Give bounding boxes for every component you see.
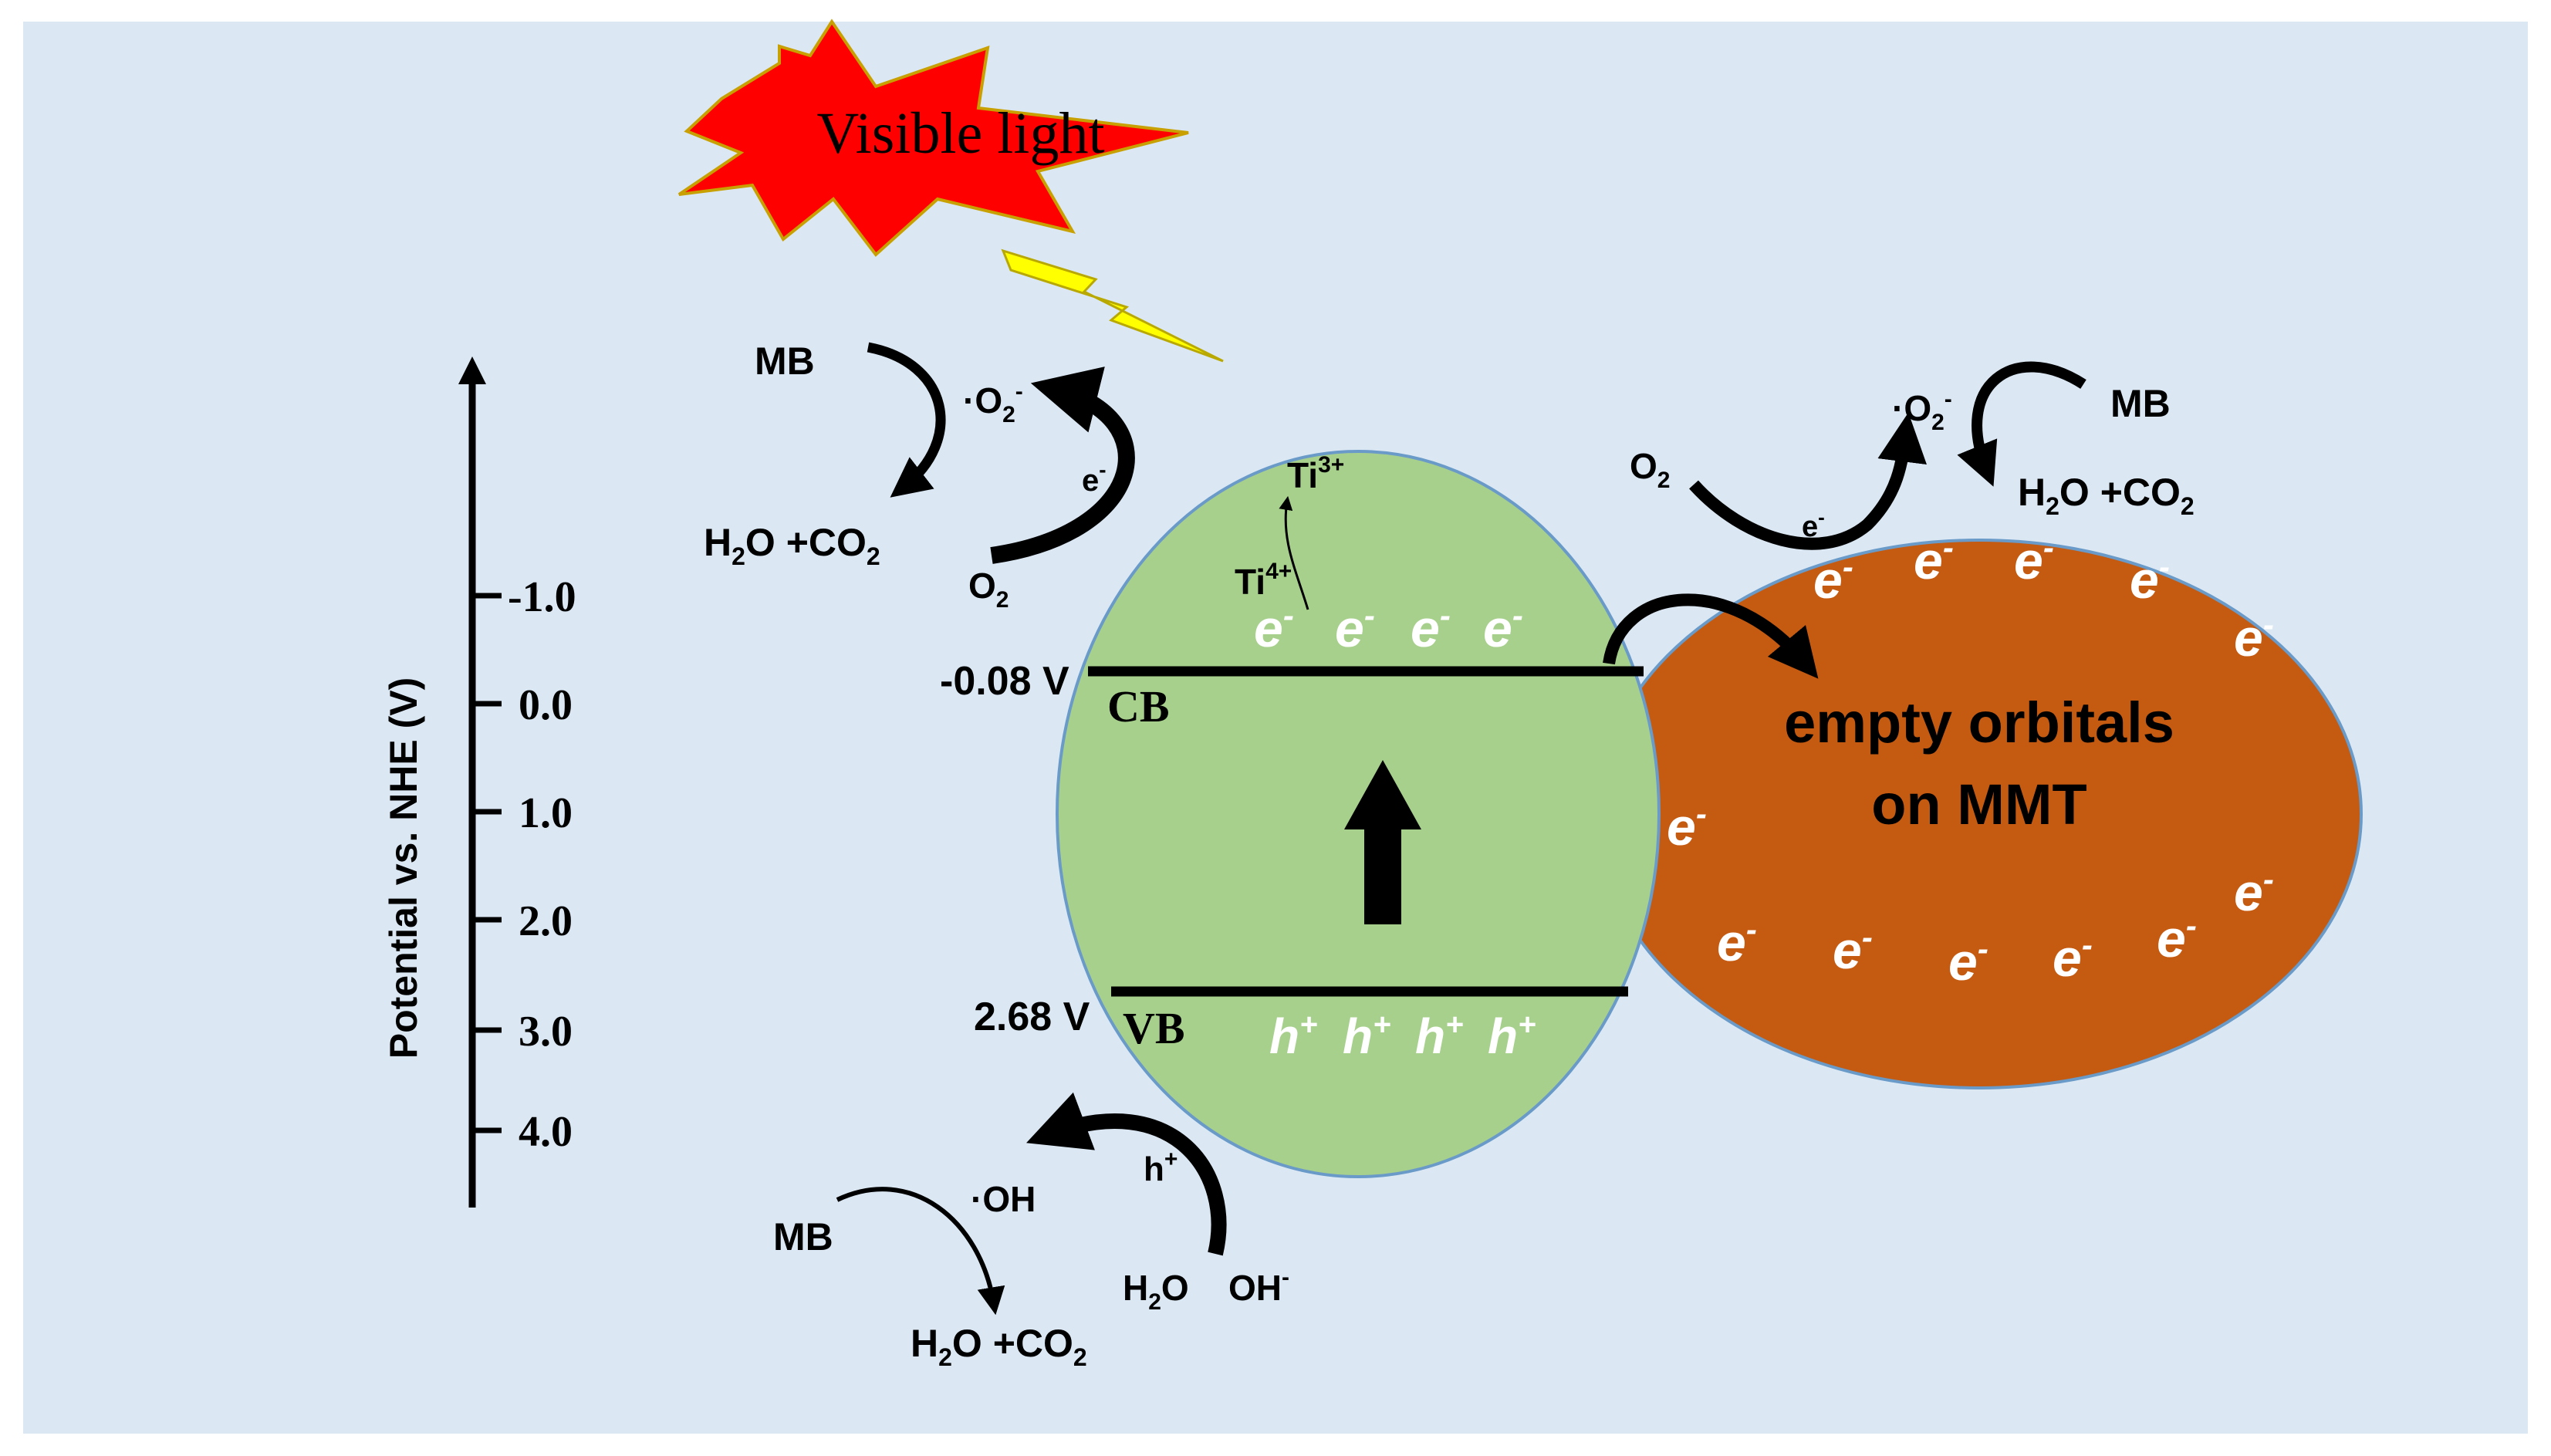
mmt-electron: e- bbox=[1717, 911, 1757, 972]
superoxide-top-left: ·O2- bbox=[963, 379, 1023, 427]
oxygen-top-left: O2 bbox=[968, 566, 1009, 613]
cb-potential: -0.08 V bbox=[940, 659, 1069, 704]
cb-electron: e- bbox=[1335, 597, 1375, 658]
bottom-reaction: h+ ·OH MB H2O OH- H2O +CO2 bbox=[773, 1092, 1289, 1371]
mb-oxidation-arrow-bottom bbox=[836, 1187, 1005, 1316]
mb-label-bottom: MB bbox=[773, 1215, 833, 1258]
excitation-arrow-icon bbox=[1344, 760, 1421, 924]
axis-tick-labels: -1.0 0.0 1.0 2.0 3.0 4.0 bbox=[508, 573, 576, 1156]
cb-electrons: e-e-e-e- bbox=[1254, 597, 1523, 658]
mmt-electron: e- bbox=[2014, 529, 2054, 590]
mmt-electron: e- bbox=[1667, 796, 1707, 856]
top-left-reaction: MB ·O2- e- H2O +CO2 O2 bbox=[704, 340, 1135, 613]
cb-electron: e- bbox=[1411, 597, 1451, 658]
hydroxyl-radical-label: ·OH bbox=[971, 1179, 1036, 1219]
mmt-electron: e- bbox=[2157, 907, 2197, 968]
mmt-electron: e- bbox=[2053, 927, 2093, 988]
superoxide-formation-arrow-top-right bbox=[1689, 412, 1927, 550]
mb-oxidation-arrow-top-left bbox=[867, 342, 946, 498]
products-bottom: H2O +CO2 bbox=[911, 1322, 1087, 1371]
hydroxyl-formation-arrow bbox=[1026, 1092, 1227, 1256]
tick-label: 4.0 bbox=[519, 1108, 573, 1156]
mmt-electron: e- bbox=[1948, 931, 1988, 991]
vb-hole: h+ bbox=[1488, 1008, 1536, 1064]
tick-label: 3.0 bbox=[519, 1008, 573, 1056]
potential-axis: Potential vs. NHE (V) -1.0 0.0 1.0 2.0 3… bbox=[382, 356, 576, 1208]
axis-label: Potential vs. NHE (V) bbox=[382, 677, 425, 1059]
axis-ticks bbox=[472, 593, 502, 1133]
vb-hole: h+ bbox=[1269, 1008, 1317, 1064]
vb-holes: h+ h+ h+ h+ bbox=[1269, 1008, 1536, 1064]
cb-label: CB bbox=[1107, 681, 1170, 731]
mmt-electron: e- bbox=[2234, 861, 2274, 922]
superoxide-formation-arrow-top-left bbox=[990, 367, 1135, 564]
ti-reduction-arrow bbox=[1279, 495, 1309, 610]
cb-electron: e- bbox=[1483, 597, 1523, 658]
mb-oxidation-arrow-top-right bbox=[1957, 361, 2086, 487]
ti-upper-label: Ti3+ bbox=[1287, 452, 1344, 495]
hole-label-bottom: h+ bbox=[1144, 1147, 1178, 1188]
tick-label: -1.0 bbox=[508, 573, 576, 621]
electron-label-top-left: e- bbox=[1082, 458, 1107, 498]
mb-label-top-left: MB bbox=[755, 340, 815, 383]
hydroxide-label-bottom: OH- bbox=[1228, 1265, 1289, 1308]
top-right-reaction: O2 e- ·O2- MB H2O +CO2 bbox=[1630, 361, 2195, 550]
tick-label: 0.0 bbox=[519, 681, 573, 729]
mmt-label-line1: empty orbitals bbox=[1784, 691, 2174, 755]
visible-light-label: Visible light bbox=[816, 101, 1104, 166]
mmt-electrons: e-e-e-e-e-e-e-e-e-e-e-e- bbox=[1667, 529, 2274, 991]
mmt-electron: e- bbox=[2130, 549, 2170, 610]
vb-label: VB bbox=[1123, 1003, 1185, 1053]
electron-transfer-arrow bbox=[1603, 593, 1819, 679]
electron-label-top-right: e- bbox=[1802, 505, 1825, 543]
mmt-electron: e- bbox=[2234, 606, 2274, 667]
cb-electron: e- bbox=[1254, 597, 1294, 658]
light-burst-shape bbox=[677, 19, 1189, 257]
axis-arrow-icon bbox=[458, 356, 486, 384]
mmt-electron: e- bbox=[1833, 919, 1873, 980]
visible-light-burst: Visible light bbox=[677, 19, 1189, 257]
lightning-bolt-icon bbox=[1001, 248, 1224, 363]
tick-label: 2.0 bbox=[519, 897, 573, 945]
ti-lower-label: Ti4+ bbox=[1235, 559, 1292, 602]
vb-hole: h+ bbox=[1415, 1008, 1463, 1064]
vb-hole: h+ bbox=[1343, 1008, 1390, 1064]
water-label-bottom: H2O bbox=[1123, 1268, 1189, 1315]
products-top-left: H2O +CO2 bbox=[704, 521, 880, 570]
mb-label-top-right: MB bbox=[2110, 382, 2171, 425]
oxygen-top-right: O2 bbox=[1630, 446, 1670, 493]
mmt-electron: e- bbox=[1813, 549, 1853, 610]
semiconductor-particle: CB VB -0.08 V 2.68 V e-e-e-e- h+ h+ h+ h+ T… bbox=[940, 450, 1661, 1178]
tick-label: 1.0 bbox=[519, 789, 573, 837]
mmt-label-line2: on MMT bbox=[1871, 772, 2086, 836]
vb-potential: 2.68 V bbox=[974, 995, 1090, 1039]
products-top-right: H2O +CO2 bbox=[2018, 471, 2195, 520]
mmt-electron: e- bbox=[1914, 529, 1954, 590]
